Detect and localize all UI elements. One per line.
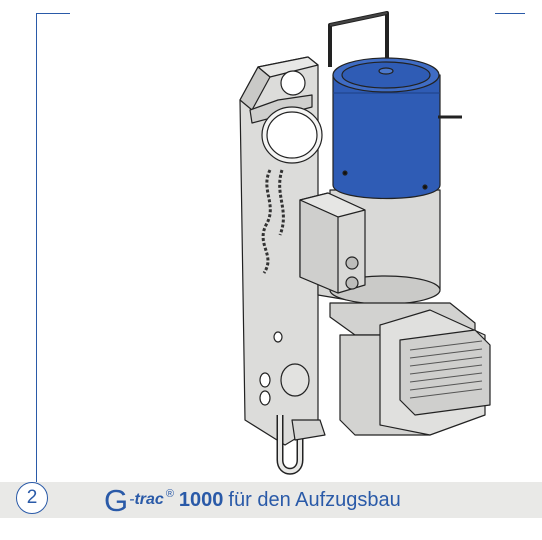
page-number: 2 xyxy=(26,487,38,508)
frame-top-right-line xyxy=(495,13,525,14)
gtrac-drive-illustration xyxy=(239,11,491,475)
caption-text: für den Aufzugsbau xyxy=(228,488,401,511)
frame-top-left-line xyxy=(36,13,70,14)
caption-band xyxy=(0,482,542,518)
brand-logo-dash: - xyxy=(129,491,135,508)
figure-caption: G - trac ® 1000 für den Aufzugsbau xyxy=(104,484,401,516)
brand-logo-g: G xyxy=(104,482,129,518)
frame-left-line xyxy=(36,13,37,483)
page-number-badge: 2 xyxy=(16,482,48,514)
model-number: 1000 xyxy=(178,488,224,511)
registered-mark: ® xyxy=(165,488,174,500)
brand-logo-trac: trac xyxy=(134,491,164,508)
